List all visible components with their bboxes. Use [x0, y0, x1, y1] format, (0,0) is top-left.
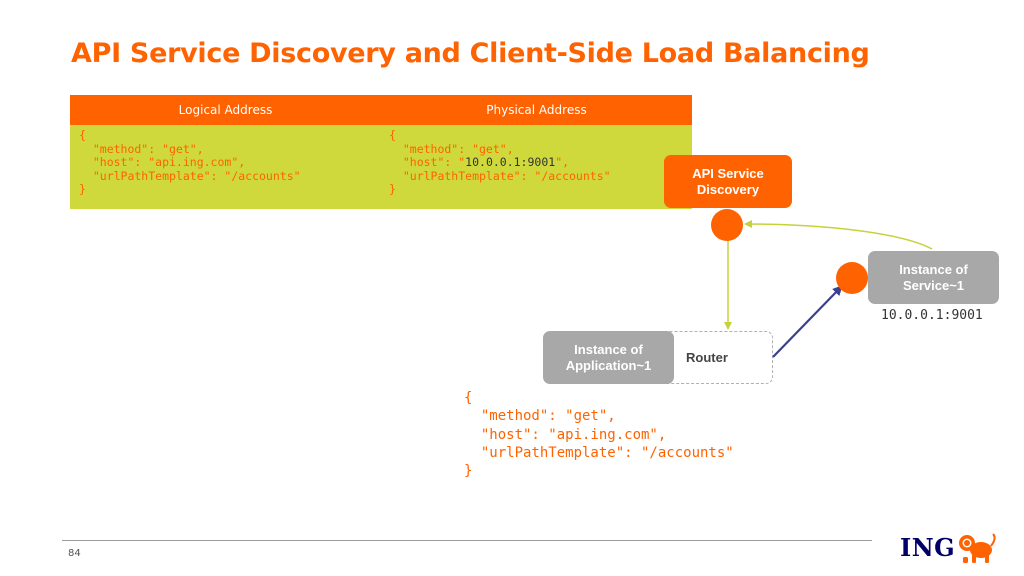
- ing-logo: ING: [900, 530, 997, 564]
- service-registration-arrow: [744, 220, 933, 250]
- physical-address-code: { "method": "get", "host": "10.0.0.1:900…: [389, 128, 611, 197]
- slide-title: API Service Discovery and Client-Side Lo…: [71, 38, 870, 69]
- address-table-header: Logical Address Physical Address: [70, 95, 692, 125]
- page-number: 84: [68, 548, 81, 559]
- footer-divider: [62, 540, 872, 541]
- logical-address-code: { "method": "get", "host": "api.ing.com"…: [79, 128, 301, 196]
- lion-icon: [959, 533, 996, 563]
- application-instance-box: Instance of Application~1: [543, 331, 674, 384]
- address-table-body: { "method": "get", "host": "api.ing.com"…: [70, 125, 692, 209]
- physical-address-header: Physical Address: [486, 103, 587, 117]
- api-service-discovery-box: API Service Discovery: [664, 155, 792, 208]
- physical-code-pre: { "method": "get", "host": ": [389, 128, 514, 169]
- logical-address-header: Logical Address: [178, 103, 273, 117]
- service-instance-box: Instance of Service~1: [868, 251, 999, 304]
- discovery-connector-dot: [711, 209, 743, 241]
- physical-code-post: ", "urlPathTemplate": "/accounts" }: [389, 155, 611, 196]
- logo-text: ING: [900, 532, 956, 562]
- physical-host-value: 10.0.0.1:9001: [465, 155, 556, 169]
- service-connector-dot: [836, 262, 868, 294]
- router-label: Router: [686, 350, 728, 365]
- request-code: { "method": "get", "host": "api.ing.com"…: [464, 390, 734, 480]
- router-to-service-arrow: [772, 285, 843, 358]
- service-ip-label: 10.0.0.1:9001: [881, 308, 983, 323]
